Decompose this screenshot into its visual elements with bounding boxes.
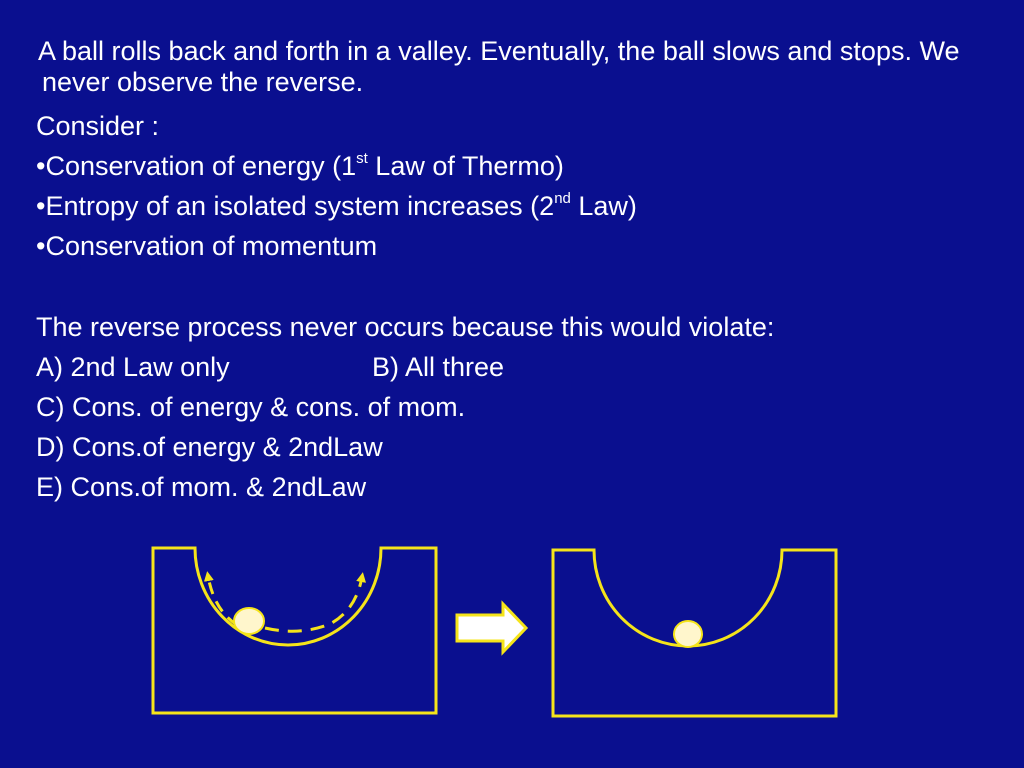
option-a: A) 2nd Law only <box>36 352 230 382</box>
option-d: D) Cons.of energy & 2ndLaw <box>36 432 383 462</box>
slide-text: A ball rolls back and forth in a valley.… <box>36 36 996 507</box>
bullet-energy: •Conservation of energy (1st Law of Ther… <box>36 146 996 186</box>
right-valley-outline <box>551 548 838 718</box>
right-arrow-icon <box>455 600 529 656</box>
option-e: E) Cons.of mom. & 2ndLaw <box>36 472 367 502</box>
consider-label: Consider : <box>36 111 160 141</box>
intro-text: A ball rolls back and forth in a valley.… <box>38 36 960 97</box>
bullet-momentum: •Conservation of momentum <box>36 226 996 266</box>
left-valley-outline <box>151 546 438 715</box>
option-c: C) Cons. of energy & cons. of mom. <box>36 392 466 422</box>
bullet-entropy-text: •Entropy of an isolated system increases… <box>36 191 555 221</box>
curved-dashed-arrow-icon <box>264 572 367 633</box>
spacer <box>36 266 996 307</box>
bullet-momentum-text: •Conservation of momentum <box>36 231 378 261</box>
ball-at-rest <box>673 620 703 648</box>
bullet-entropy-tail: Law) <box>570 191 637 221</box>
options-ab: A) 2nd Law only B) All three <box>36 347 996 387</box>
question-text: The reverse process never occurs because… <box>36 312 775 342</box>
ball-moving <box>233 607 265 635</box>
bullet-energy-text: •Conservation of energy (1 <box>36 151 357 181</box>
bullet-energy-sup: st <box>356 150 368 167</box>
curved-dashed-arrow-icon <box>203 571 238 627</box>
bullet-entropy-sup: nd <box>554 190 571 207</box>
bullet-entropy: •Entropy of an isolated system increases… <box>36 186 996 226</box>
bullet-energy-tail: Law of Thermo) <box>367 151 564 181</box>
option-b: B) All three <box>372 352 505 382</box>
